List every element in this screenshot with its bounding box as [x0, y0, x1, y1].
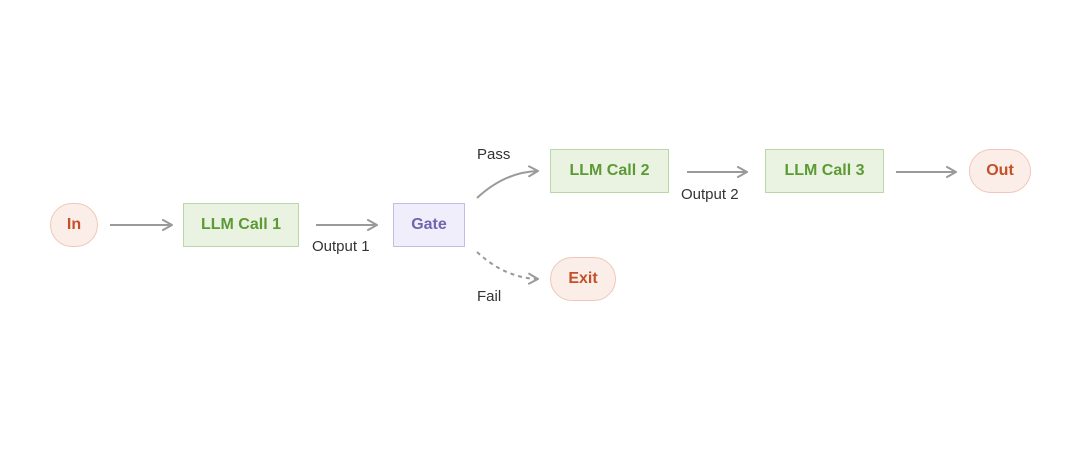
gate-node: Gate [393, 203, 465, 247]
arrow-gate-to-exit [476, 251, 539, 285]
out-node: Out [969, 149, 1031, 193]
llm-call-1-node: LLM Call 1 [183, 203, 299, 247]
llm-call-3-node: LLM Call 3 [765, 149, 884, 193]
llm-call-2-node: LLM Call 2 [550, 149, 669, 193]
fail-label: Fail [477, 288, 502, 305]
arrow-gate-to-llm-call-2 [476, 165, 539, 199]
output-2-label: Output 2 [681, 186, 739, 203]
pass-label: Pass [477, 146, 511, 163]
in-node: In [50, 203, 98, 247]
exit-node: Exit [550, 257, 616, 301]
output-1-label: Output 1 [312, 238, 370, 255]
